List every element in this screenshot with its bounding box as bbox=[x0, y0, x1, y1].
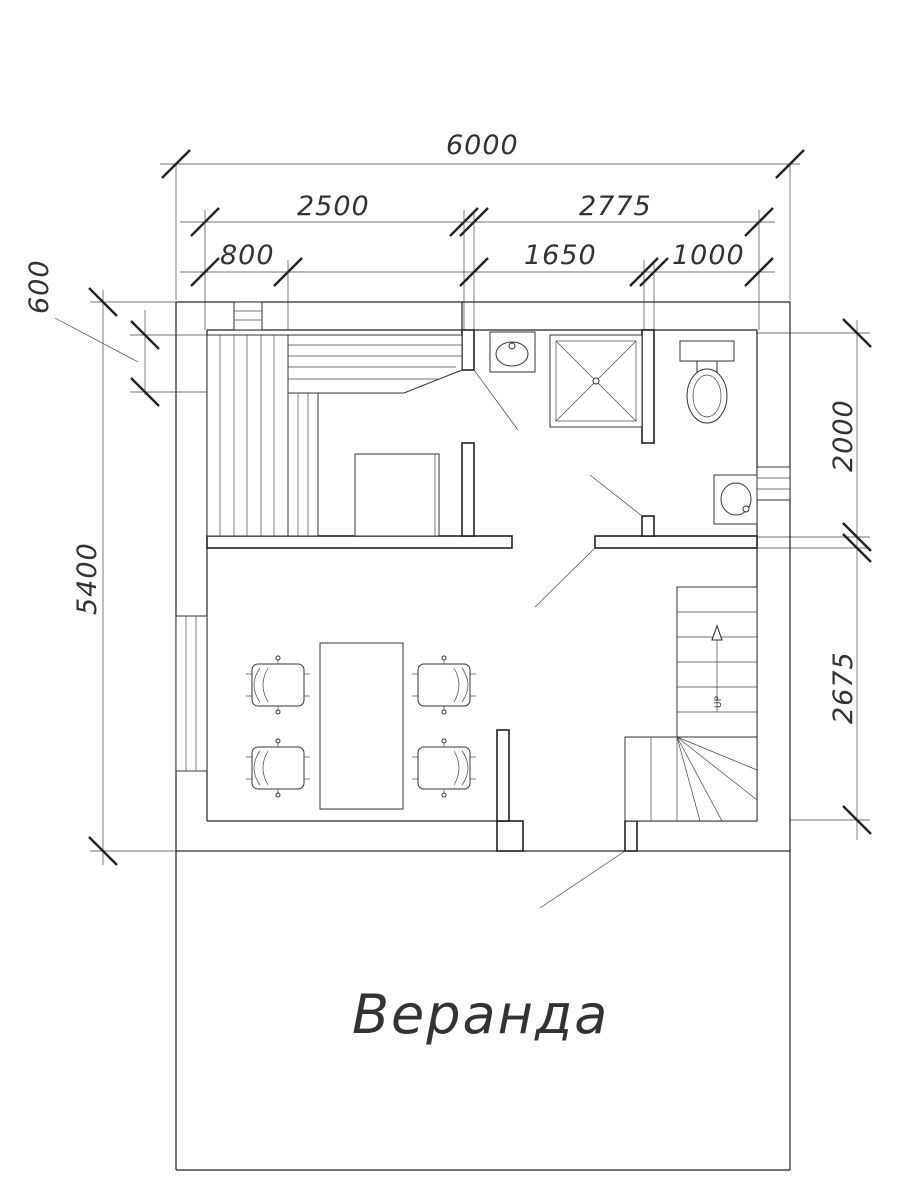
washbasin-icon-small bbox=[713, 474, 758, 525]
dim-shower-zone: 1650 bbox=[524, 240, 597, 271]
dim-left-section: 2500 bbox=[297, 191, 370, 222]
dim-hall-depth: 2675 bbox=[828, 651, 859, 724]
dim-right-section: 2775 bbox=[579, 191, 652, 222]
dim-sauna-bench: 800 bbox=[220, 240, 275, 271]
arrow-up-icon bbox=[711, 624, 723, 641]
shower-tray-icon bbox=[549, 334, 643, 428]
dim-wc-zone: 1000 bbox=[672, 240, 745, 271]
toilet-icon bbox=[679, 340, 735, 424]
dim-bench-depth: 600 bbox=[24, 259, 55, 314]
walls bbox=[175, 301, 791, 1171]
dim-total-width: 6000 bbox=[446, 130, 519, 161]
dimension-lines bbox=[54, 149, 872, 866]
chair-icon bbox=[246, 655, 476, 798]
dining-table bbox=[319, 642, 404, 810]
veranda-label: Веранда bbox=[352, 983, 609, 1046]
staircase: UP bbox=[624, 586, 758, 822]
dim-bath-depth: 2000 bbox=[828, 399, 859, 472]
sauna-benches bbox=[206, 334, 463, 537]
stairs-up-label: UP bbox=[714, 695, 724, 708]
dim-total-depth: 5400 bbox=[72, 542, 103, 615]
washbasin-icon bbox=[489, 331, 536, 373]
